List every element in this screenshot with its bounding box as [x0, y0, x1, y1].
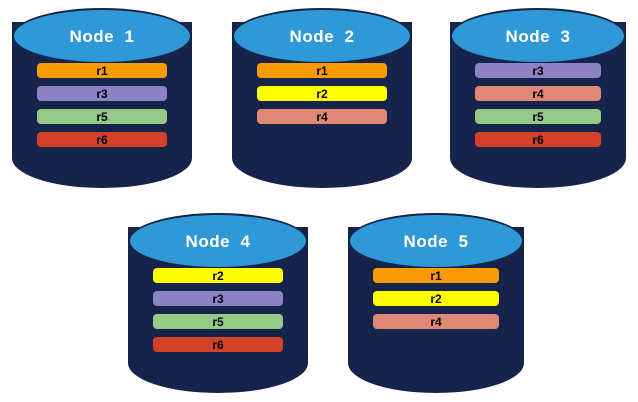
- node-label: Node 4: [185, 231, 251, 251]
- shard-label: r1: [430, 268, 442, 283]
- shard-label: r1: [96, 63, 108, 78]
- shard-bar[interactable]: r1: [257, 63, 387, 78]
- shard-bar[interactable]: r3: [37, 86, 167, 101]
- cylinder-shape: Node 4: [128, 213, 308, 393]
- shard-label: r2: [430, 291, 442, 306]
- cylinder-shape: Node 2: [232, 8, 412, 188]
- shard-bar[interactable]: r4: [257, 109, 387, 124]
- shard-label: r1: [316, 63, 328, 78]
- shard-label: r6: [96, 132, 108, 147]
- shard-bar[interactable]: r6: [474, 132, 602, 147]
- shard-label: r3: [212, 291, 224, 306]
- shard-label: r3: [96, 86, 108, 101]
- shard-bar[interactable]: r2: [372, 291, 500, 306]
- shard-bar[interactable]: r4: [474, 86, 602, 101]
- node-label: Node 2: [289, 26, 355, 46]
- shard-bar[interactable]: r3: [153, 291, 283, 306]
- shard-label: r6: [532, 132, 544, 147]
- shard-bar[interactable]: r4: [372, 314, 500, 329]
- shard-bar[interactable]: r5: [37, 109, 167, 124]
- shard-bar[interactable]: r5: [474, 109, 602, 124]
- cylinder-top-disc: Node 4: [128, 213, 308, 269]
- shard-label: r4: [532, 86, 544, 101]
- database-node[interactable]: Node 3 r3 r4 r5 r6: [450, 8, 626, 188]
- database-node[interactable]: Node 5 r1 r2 r4: [348, 213, 524, 393]
- shard-bar[interactable]: r5: [153, 314, 283, 329]
- shard-bar[interactable]: r2: [153, 268, 283, 283]
- database-node[interactable]: Node 2 r1 r2 r4: [232, 8, 412, 188]
- node-label: Node 3: [505, 26, 571, 46]
- shard-label: r2: [212, 268, 224, 283]
- shard-label: r5: [96, 109, 108, 124]
- shard-label: r2: [316, 86, 328, 101]
- shard-bar[interactable]: r1: [372, 268, 500, 283]
- node-label: Node 1: [69, 26, 135, 46]
- shard-list: r1 r2 r4: [232, 63, 412, 124]
- shard-list: r1 r3 r5 r6: [12, 63, 192, 147]
- shard-label: r3: [532, 63, 544, 78]
- shard-label: r4: [316, 109, 328, 124]
- database-node[interactable]: Node 4 r2 r3 r5 r6: [128, 213, 308, 393]
- cylinder-top-disc: Node 5: [348, 213, 524, 269]
- node-label: Node 5: [403, 231, 469, 251]
- shard-bar[interactable]: r6: [153, 337, 283, 352]
- cylinder-shape: Node 3: [450, 8, 626, 188]
- shard-list: r1 r2 r4: [348, 268, 524, 329]
- shard-label: r5: [532, 109, 544, 124]
- shard-list: r3 r4 r5 r6: [450, 63, 626, 147]
- cylinder-top-disc: Node 3: [450, 8, 626, 64]
- shard-bar[interactable]: r2: [257, 86, 387, 101]
- cylinder-top-disc: Node 2: [232, 8, 412, 64]
- database-node[interactable]: Node 1 r1 r3 r5 r6: [12, 8, 192, 188]
- shard-label: r4: [430, 314, 442, 329]
- cylinder-shape: Node 5: [348, 213, 524, 393]
- shard-list: r2 r3 r5 r6: [128, 268, 308, 352]
- shard-label: r5: [212, 314, 224, 329]
- shard-bar[interactable]: r6: [37, 132, 167, 147]
- cylinder-top-disc: Node 1: [12, 8, 192, 64]
- shard-bar[interactable]: r3: [474, 63, 602, 78]
- shard-label: r6: [212, 337, 224, 352]
- shard-bar[interactable]: r1: [37, 63, 167, 78]
- cylinder-shape: Node 1: [12, 8, 192, 188]
